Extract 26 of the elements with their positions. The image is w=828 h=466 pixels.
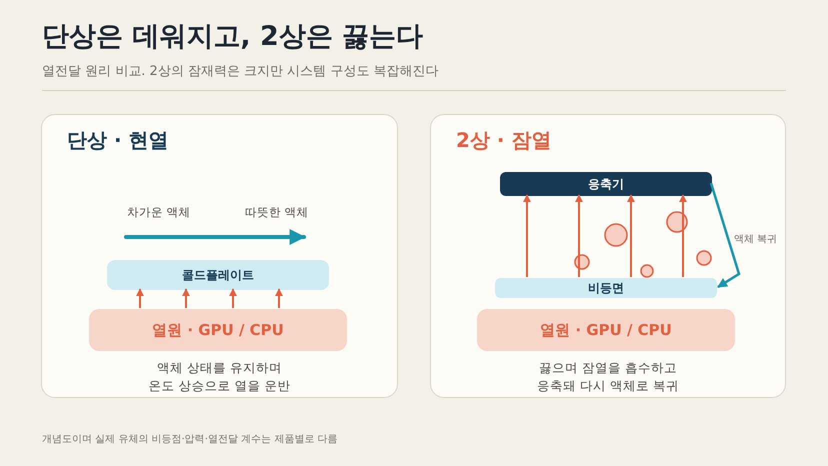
cold-plate-box: 콜드플레이트 [107,260,329,290]
arrow [679,194,687,277]
page-subtitle: 열전달 원리 비교. 2상의 잠재력은 크지만 시스템 구성도 복잡해진다 [42,63,438,80]
page-title: 단상은 데워지고, 2상은 끓는다 [42,20,424,54]
panel-title: 단상 · 현열 [67,127,169,154]
panel-card [41,114,398,398]
arrow [182,288,190,308]
arrow [229,288,237,308]
arrow [275,288,283,308]
footnote: 개념도이며 실제 유체의 비등점·압력·열전달 계수는 제품별로 다름 [42,433,338,446]
heat-source-box: 열원 · GPU / CPU [89,309,347,351]
panel-caption: 끓으며 잠열을 흡수하고 응축돼 다시 액체로 복귀 [536,359,680,395]
condenser-box: 응축기 [500,172,712,196]
boiling-surface-box: 비등면 [495,278,717,298]
panel-card [430,114,786,398]
panel-title: 2상 · 잠열 [456,127,552,154]
flow-label: 차가운 액체 [127,205,191,220]
arrow [523,194,531,277]
edge-label: 액체 복귀 [733,232,778,246]
panel-caption: 액체 상태를 유지하며 온도 상승으로 열을 운반 [148,359,292,395]
arrow [575,194,583,277]
arrow [627,194,635,277]
heat-source-box: 열원 · GPU / CPU [477,309,735,351]
arrow [710,182,740,288]
flow-label: 따뜻한 액체 [245,205,309,220]
arrow [136,288,144,308]
